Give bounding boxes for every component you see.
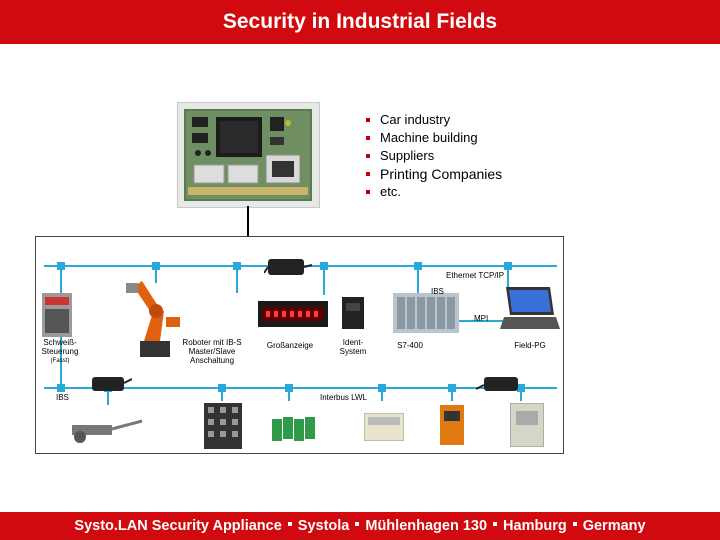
field-pg-label: Field-PG: [514, 341, 546, 350]
robot-label: Anschaltung: [189, 356, 235, 365]
bus-node: [448, 384, 456, 392]
drop-line: [451, 387, 453, 401]
io-panel-image: [204, 403, 242, 449]
gateway-device-image: [476, 377, 518, 391]
welding-controller-image: [42, 293, 72, 337]
footer-bar: Systo.LAN Security Appliance Systola Mühle…: [0, 512, 720, 540]
ident-system-image: [342, 297, 364, 329]
power-cabinet-image: [510, 403, 544, 447]
bus-node: [218, 384, 226, 392]
bus-node: [517, 384, 525, 392]
drop-line: [107, 387, 109, 405]
list-item: Car industry: [366, 111, 502, 129]
separator-square-icon: [572, 522, 577, 527]
drop-line: [381, 387, 383, 401]
bus-node: [233, 262, 241, 270]
drop-line: [236, 265, 238, 293]
ident-system-label: Ident-: [342, 338, 364, 347]
separator-square-icon: [493, 522, 498, 527]
circuit-board-image: [177, 102, 320, 208]
gateway-device-image: [264, 259, 312, 275]
list-item: Printing Companies: [366, 165, 502, 183]
terminal-blocks-image: [272, 417, 315, 441]
bus-node: [285, 384, 293, 392]
footer-street: Mühlenhagen 130: [365, 518, 488, 534]
footer-product: Systo.LAN Security Appliance: [74, 518, 282, 534]
bus-node: [320, 262, 328, 270]
drop-line: [507, 265, 509, 295]
bus-node: [504, 262, 512, 270]
drop-line: [60, 337, 62, 387]
footer-country: Germany: [582, 518, 646, 534]
ident-system-label: System: [339, 347, 367, 356]
drop-line: [288, 387, 290, 401]
field-pg-laptop-image: [500, 287, 560, 329]
robot-label: Roboter mit IB-S: [182, 338, 242, 347]
frequency-converter-image: [440, 405, 464, 445]
industry-list: Car industry Machine building Suppliers …: [366, 111, 502, 201]
robot-image: [126, 281, 180, 357]
welding-gun-image: [72, 419, 143, 443]
slide-title: Security in Industrial Fields: [0, 0, 720, 44]
interbus-label: Interbus LWL: [320, 393, 367, 402]
bottom-bus-line: [44, 387, 557, 389]
ibs-bottom-label: IBS: [56, 393, 69, 402]
large-display-label: Großanzeige: [266, 341, 314, 350]
separator-square-icon: [355, 522, 360, 527]
s7-400-plc-image: [393, 293, 459, 333]
s7-label: S7-400: [397, 341, 423, 350]
list-item: Machine building: [366, 129, 502, 147]
schweiss-label: Schweiß-: [43, 338, 77, 347]
drop-line: [520, 387, 522, 401]
large-display-image: [258, 301, 328, 327]
ethernet-label: Ethernet TCP/IP: [446, 271, 505, 280]
connector-line: [247, 206, 249, 236]
bus-node: [378, 384, 386, 392]
list-item: etc.: [366, 183, 502, 201]
robot-label: Master/Slave: [188, 347, 236, 356]
mpi-label: MPI: [474, 314, 489, 323]
gateway-device-image: [92, 377, 132, 391]
drop-line: [417, 265, 419, 295]
drop-line: [60, 265, 62, 295]
bus-node: [414, 262, 422, 270]
mpi-bus-line: [408, 320, 512, 322]
schweiss-label: (Fasst): [50, 358, 70, 364]
drop-line: [155, 265, 157, 283]
io-module-image: [364, 413, 404, 441]
ibs-top-label: IBS: [431, 287, 444, 296]
drop-line: [221, 387, 223, 401]
bus-node: [57, 384, 65, 392]
bus-node: [152, 262, 160, 270]
footer-city: Hamburg: [503, 518, 567, 534]
network-diagram: Ethernet TCP/IP IBS MPI Schweiß- Steueru…: [35, 236, 564, 454]
footer-company: Systola: [297, 518, 350, 534]
bus-node: [57, 262, 65, 270]
schweiss-label: Steuerung: [41, 347, 79, 356]
list-item: Suppliers: [366, 147, 502, 165]
drop-line: [323, 265, 325, 295]
circuit-board-graphic: [184, 109, 312, 201]
separator-square-icon: [287, 522, 292, 527]
